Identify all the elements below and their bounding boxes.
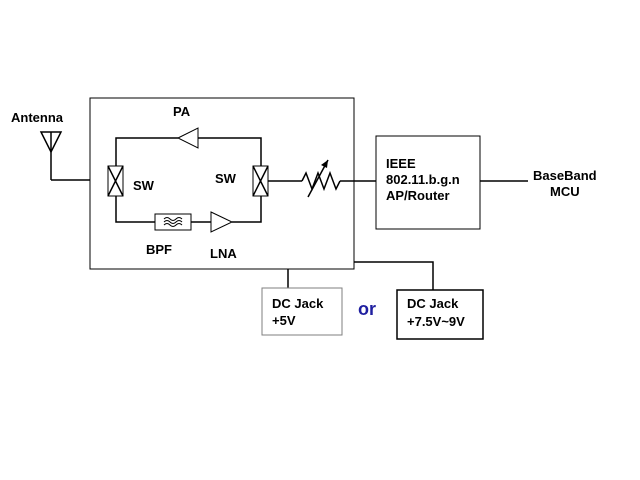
dc-jack-9v-box	[396, 289, 484, 340]
bpf-label: BPF	[146, 242, 172, 257]
pa-amplifier-icon	[176, 127, 199, 149]
or-label: or	[358, 299, 376, 319]
bpf-filter-icon	[154, 213, 192, 231]
dc-jack-9v-label-line1: DC Jack	[407, 296, 459, 311]
dc-jack-5v-label-line2: +5V	[272, 313, 296, 328]
antenna-label: Antenna	[11, 110, 64, 125]
baseband-label-line2: MCU	[550, 184, 580, 199]
ieee-label-line1: IEEE	[386, 156, 416, 171]
ieee-label-line3: AP/Router	[386, 188, 450, 203]
left-switch-icon	[107, 165, 124, 197]
ieee-label-line2: 802.11.b.g.n	[386, 172, 460, 187]
pa-label: PA	[173, 104, 191, 119]
variable-resistor-icon	[301, 159, 341, 198]
dc-jack-9v-label-line2: +7.5V~9V	[407, 314, 465, 329]
lna-label: LNA	[210, 246, 237, 261]
power-wire-9v	[354, 261, 434, 290]
left-switch-label: SW	[133, 178, 155, 193]
baseband-label-line1: BaseBand	[533, 168, 597, 183]
dc-jack-5v-label-line1: DC Jack	[272, 296, 324, 311]
right-switch-icon	[252, 165, 269, 197]
right-switch-label: SW	[215, 171, 237, 186]
lna-amplifier-icon	[210, 211, 234, 233]
dc-jack-5v-box	[261, 287, 343, 336]
ieee-router-box	[375, 135, 481, 230]
pa-path	[115, 137, 262, 166]
rx-path	[115, 196, 262, 223]
